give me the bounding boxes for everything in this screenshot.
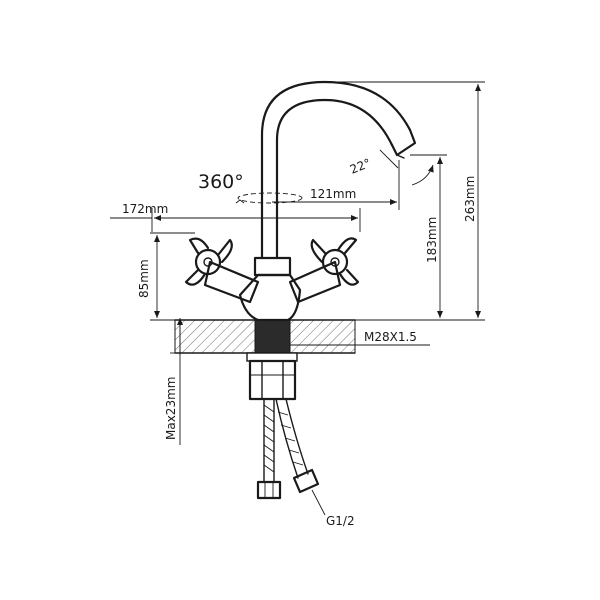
spout — [260, 80, 417, 260]
spout-reach-label: 121mm — [310, 187, 356, 201]
faucet-body — [238, 256, 302, 322]
thread-label: M28X1.5 — [364, 330, 417, 344]
spout-angle-label: 22° — [348, 156, 373, 177]
hose-thread-label: G1/2 — [326, 514, 355, 528]
left-handle — [184, 237, 260, 304]
rotation-label: 360° — [198, 171, 244, 193]
handle-height-label: 85mm — [137, 259, 151, 298]
total-height-label: 263mm — [463, 176, 477, 222]
width-label: 172mm — [122, 202, 168, 216]
dimension-lines — [110, 81, 485, 516]
locking-nut — [248, 359, 297, 401]
mounting-shank — [246, 319, 298, 362]
spout-height-label: 183mm — [425, 217, 439, 263]
max-thickness-label: Max23mm — [164, 377, 178, 440]
supply-hoses — [256, 398, 320, 500]
right-handle — [288, 237, 360, 304]
rotation-indicator — [235, 192, 303, 204]
